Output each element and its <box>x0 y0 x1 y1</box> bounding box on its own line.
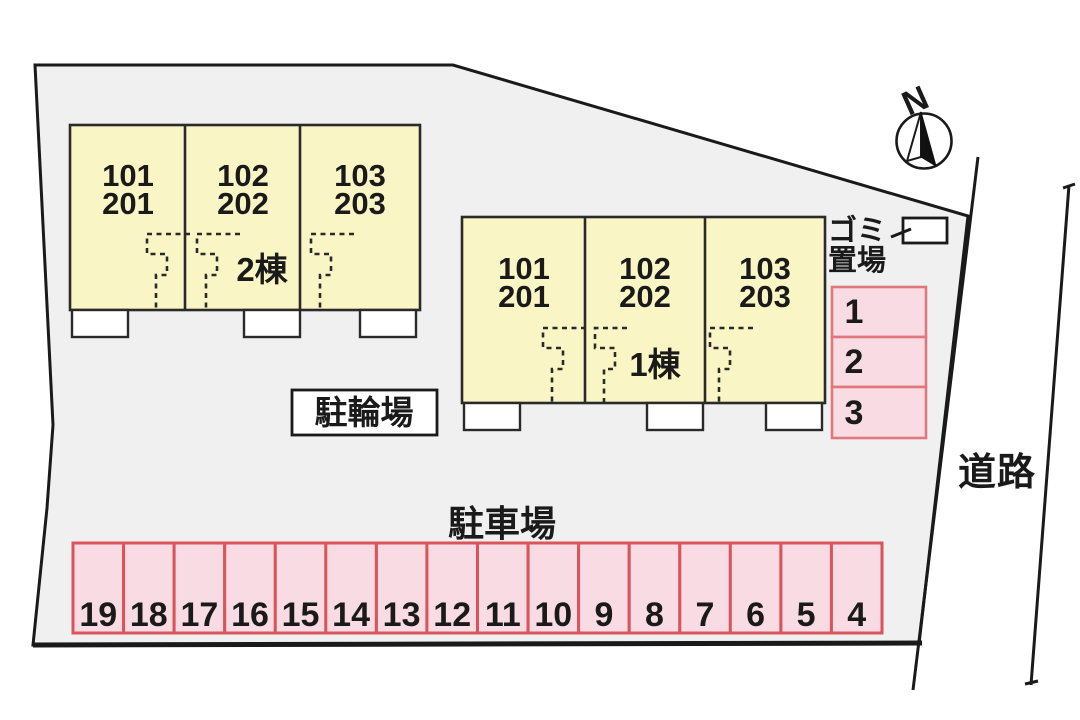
building-1-name-label: 1棟 <box>629 346 681 383</box>
parking-number-12: 12 <box>433 596 471 634</box>
parking-number-14: 14 <box>332 596 370 634</box>
building-1-stair-dashes-3 <box>708 326 753 402</box>
building-2-stair-dashes-2 <box>195 232 240 308</box>
compass: N <box>895 79 953 170</box>
bicycle-parking: 駐輪場 <box>290 388 439 437</box>
building-2-unit-2-upper: 102 <box>217 158 269 193</box>
building-2-name-label: 2棟 <box>236 251 288 288</box>
compass-needle-black-half <box>920 111 937 168</box>
parking-space-19 <box>71 541 126 635</box>
building-2-unit-1-upper: 101 <box>102 158 154 193</box>
bicycle-parking-box <box>290 388 439 437</box>
road-near-edge-line <box>911 156 980 691</box>
side-parking-number-3: 3 <box>845 394 864 432</box>
building-2-unit-3-lower: 203 <box>334 186 386 221</box>
building-1-unit-1-lower: 201 <box>498 279 550 314</box>
parking-number-17: 17 <box>180 596 218 634</box>
building-1-stair-dashes-2 <box>593 326 627 402</box>
side-parking-space-1 <box>830 285 928 339</box>
parking-row: 19 18 17 16 15 14 13 12 11 10 9 8 7 6 5 … <box>71 541 884 635</box>
building-1-outline <box>460 215 827 405</box>
building-2-unit-2-lower: 202 <box>217 186 269 221</box>
parking-number-13: 13 <box>383 596 421 634</box>
side-parking-space-3 <box>830 385 928 440</box>
parking-space-11 <box>476 541 530 635</box>
parking-space-18 <box>122 541 176 635</box>
building-2-outline <box>68 123 422 312</box>
parking-space-13 <box>374 541 429 635</box>
parking-number-4: 4 <box>847 596 866 634</box>
parking-number-5: 5 <box>797 596 816 634</box>
garbage-leader-line <box>890 227 912 239</box>
parking-number-18: 18 <box>130 596 168 634</box>
building-2-porch-1 <box>70 308 130 339</box>
road-far-edge-bottom-tick <box>1024 679 1039 686</box>
building-2-porch-3 <box>358 308 418 339</box>
building-1-porch-2 <box>645 401 705 432</box>
parking-number-6: 6 <box>746 596 765 634</box>
parking-number-15: 15 <box>282 596 320 634</box>
parking-number-8: 8 <box>645 596 664 634</box>
building-1: 101 201 102 202 103 203 1棟 <box>460 215 827 432</box>
bicycle-parking-label: 駐輪場 <box>315 394 414 431</box>
garbage-area: ゴミ 置場 <box>828 213 949 277</box>
road-label: 道路 <box>958 452 1036 494</box>
building-2-stair-dashes-3 <box>309 232 354 308</box>
parking-space-4 <box>829 541 884 635</box>
building-1-unit-3-lower: 203 <box>739 279 791 314</box>
garbage-label-line2: 置場 <box>828 244 886 277</box>
parking-space-9 <box>577 541 631 635</box>
parking-lot-label: 駐車場 <box>448 503 556 544</box>
garbage-label-line1: ゴミ <box>828 213 886 247</box>
road-far-edge-top-tick <box>1062 182 1076 190</box>
road-far-edge-line <box>1029 184 1071 686</box>
parking-number-16: 16 <box>231 596 269 634</box>
side-parking-space-2 <box>830 335 928 389</box>
building-1-stair-dashes-1 <box>541 326 586 402</box>
parking-space-14 <box>324 541 378 635</box>
parking-number-9: 9 <box>594 596 613 634</box>
side-parking-number-1: 1 <box>845 293 864 331</box>
building-2: 101 201 102 202 103 203 2棟 <box>68 123 422 339</box>
side-parking: 1 2 3 <box>830 285 928 440</box>
building-1-unit-2-upper: 102 <box>619 251 671 286</box>
building-1-porch-1 <box>462 401 522 432</box>
parking-number-10: 10 <box>534 596 572 634</box>
building-2-unit-3-upper: 103 <box>334 158 386 193</box>
parking-space-12 <box>425 541 479 635</box>
parking-space-5 <box>779 541 834 635</box>
parking-space-10 <box>526 541 581 635</box>
building-2-unit-1-lower: 201 <box>102 186 154 221</box>
parking-space-7 <box>678 541 732 635</box>
parking-space-17 <box>172 541 227 635</box>
site-front-boundary-line <box>32 640 923 648</box>
building-1-porch-3 <box>764 401 824 432</box>
parking-number-7: 7 <box>696 596 715 634</box>
building-2-stair-dashes-1 <box>145 232 190 308</box>
building-2-porch-2 <box>242 308 302 339</box>
parking-number-11: 11 <box>485 596 521 634</box>
building-1-unit-1-upper: 101 <box>498 251 550 286</box>
parking-space-16 <box>223 541 277 635</box>
parking-space-6 <box>728 541 783 635</box>
building-1-unit-3-upper: 103 <box>739 251 791 286</box>
building-1-unit-2-lower: 202 <box>619 279 671 314</box>
parking-number-19: 19 <box>79 596 117 634</box>
side-parking-number-2: 2 <box>845 343 864 381</box>
